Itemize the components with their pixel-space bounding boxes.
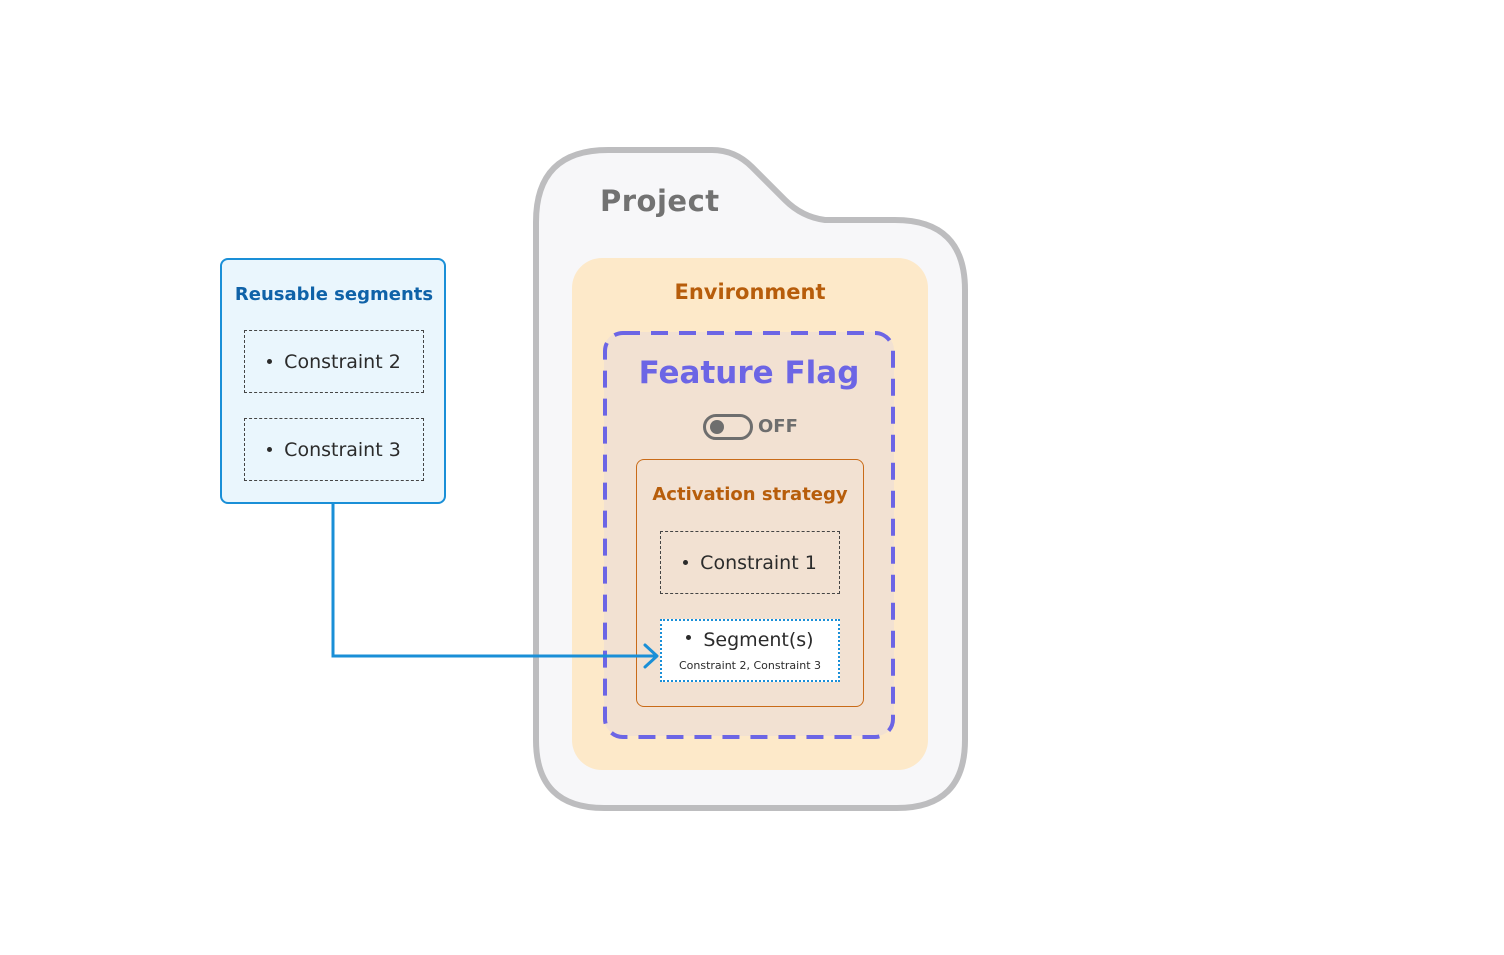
constraint-3-box: Constraint 3 [244,418,424,481]
feature-flag-toggle[interactable] [703,414,753,440]
constraint-2-box: Constraint 2 [244,330,424,393]
toggle-state-label: OFF [758,416,798,437]
constraint-1-box: Constraint 1 [660,531,840,594]
feature-flag-title: Feature Flag [638,355,860,391]
environment-title: Environment [674,280,826,304]
project-title: Project [600,184,720,218]
segment-label: Segment(s) [703,629,814,651]
constraint-3-label: Constraint 3 [284,438,401,461]
constraint-1-label: Constraint 1 [700,551,817,574]
toggle-knob [710,420,724,434]
bullet-icon [267,359,273,364]
activation-strategy-title: Activation strategy [652,484,848,505]
segment-constraints: Constraint 2, Constraint 3 [678,659,822,672]
segment-box: Segment(s) Constraint 2, Constraint 3 [660,619,840,682]
reusable-segments-title: Reusable segments [234,284,434,305]
bullet-icon [686,635,692,640]
bullet-icon [683,560,689,565]
bullet-icon [267,447,273,452]
feature-flag-border [603,331,895,739]
reusable-segments-container [220,258,446,504]
constraint-2-label: Constraint 2 [284,350,401,373]
arrow-head-icon [643,643,659,669]
